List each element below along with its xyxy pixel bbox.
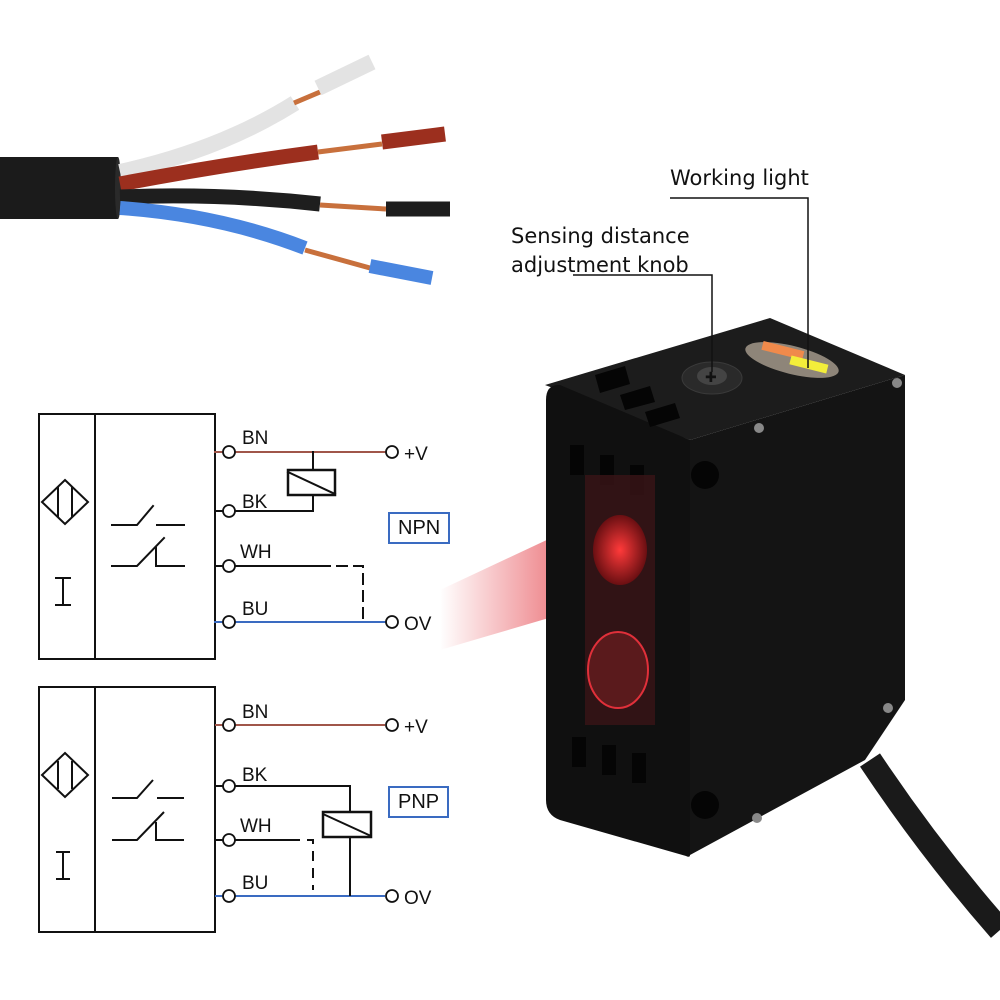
screw-icon xyxy=(752,813,762,823)
pnp-wiring-diagram: BN BK WH BU +V OV xyxy=(38,686,432,933)
screw-icon xyxy=(754,423,764,433)
wire-black xyxy=(119,188,450,217)
screw-icon xyxy=(892,378,902,388)
current-symbol-icon xyxy=(56,851,70,880)
terminal-label-positive: +V xyxy=(404,444,428,465)
wire-label-bn: BN xyxy=(242,428,268,449)
pnp-type-badge: PNP xyxy=(388,786,450,818)
terminal-icon xyxy=(222,718,236,732)
switch-symbol-icon xyxy=(112,779,184,841)
npn-type-badge: NPN xyxy=(388,512,451,544)
mount-hole-icon xyxy=(691,791,719,819)
current-symbol-icon xyxy=(55,577,71,606)
terminal-label-zero: OV xyxy=(404,888,432,909)
working-light-label: Working light xyxy=(670,166,809,190)
terminal-label-positive: +V xyxy=(404,717,428,738)
wire-label-bu: BU xyxy=(242,599,268,620)
wire-label-wh: WH xyxy=(240,816,272,837)
npn-wiring-diagram: BN BK WH BU +V OV xyxy=(38,413,432,660)
terminal-icon xyxy=(385,889,399,903)
mount-hole-icon xyxy=(691,461,719,489)
indicator-yellow xyxy=(789,355,829,374)
photoelectric-sensor: ✚ xyxy=(545,318,905,857)
terminal-icon xyxy=(385,718,399,732)
knob-label-line1: Sensing distance xyxy=(511,224,690,248)
emitter-lens xyxy=(593,515,647,585)
wire-label-bu: BU xyxy=(242,873,268,894)
wire-label-bn: BN xyxy=(242,702,268,723)
wire-label-wh: WH xyxy=(240,542,272,563)
knob-leader xyxy=(573,274,713,372)
knob-cross-icon: ✚ xyxy=(705,370,717,386)
terminal-icon xyxy=(222,889,236,903)
wire-label-bk: BK xyxy=(242,492,268,513)
knob-label-line2: adjustment knob xyxy=(511,253,689,277)
terminal-icon xyxy=(222,445,236,459)
terminal-icon xyxy=(222,504,236,518)
wire-white xyxy=(118,54,376,180)
receiver-lens xyxy=(587,631,649,709)
terminal-icon xyxy=(222,779,236,793)
wire-brown xyxy=(118,126,446,192)
indicator-orange xyxy=(761,341,805,360)
terminal-label-zero: OV xyxy=(404,614,432,635)
screw-icon xyxy=(883,703,893,713)
sensor-symbol-icon xyxy=(40,751,90,799)
wire-label-bk: BK xyxy=(242,765,268,786)
cable-jacket xyxy=(0,157,118,219)
working-light-leader xyxy=(670,197,809,368)
terminal-icon xyxy=(222,615,236,629)
sensor-cable xyxy=(860,753,1000,938)
sensor-symbol-icon xyxy=(40,478,90,526)
terminal-icon xyxy=(385,445,399,459)
wire-blue xyxy=(119,201,434,285)
terminal-icon xyxy=(385,615,399,629)
terminal-icon xyxy=(222,559,236,573)
switch-symbol-icon xyxy=(111,504,185,567)
terminal-icon xyxy=(222,833,236,847)
